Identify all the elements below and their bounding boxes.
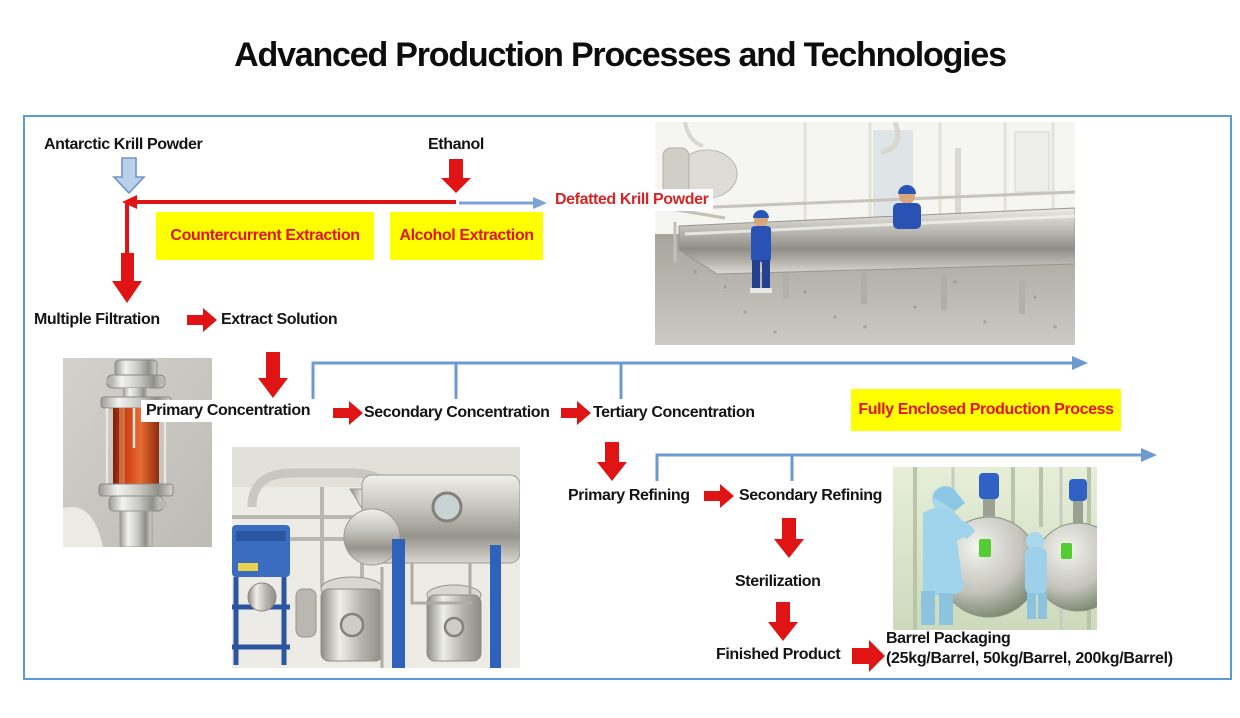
extraction-line-photo bbox=[655, 122, 1075, 345]
highlight-countercurrent-extraction: Countercurrent Extraction bbox=[156, 212, 374, 260]
label-antarctic-krill-powder: Antarctic Krill Powder bbox=[44, 136, 203, 153]
sight-glass-photo bbox=[63, 358, 212, 547]
label-multiple-filtration: Multiple Filtration bbox=[34, 311, 160, 328]
label-sterilization: Sterilization bbox=[735, 573, 821, 590]
label-barrel-packaging: Barrel Packaging bbox=[886, 630, 1011, 647]
label-extract-solution: Extract Solution bbox=[221, 311, 338, 328]
worker-figure bbox=[1025, 532, 1047, 619]
highlight-alcohol-extraction: Alcohol Extraction bbox=[390, 212, 543, 260]
label-primary-refining: Primary Refining bbox=[568, 487, 690, 504]
label-tertiary-concentration: Tertiary Concentration bbox=[593, 404, 755, 421]
label-ethanol: Ethanol bbox=[428, 136, 484, 153]
worker-figure bbox=[893, 185, 921, 229]
label-secondary-refining: Secondary Refining bbox=[739, 487, 883, 504]
label-finished-product: Finished Product bbox=[716, 646, 841, 663]
concentration-equipment-photo bbox=[232, 447, 520, 668]
highlight-fully-enclosed-process: Fully Enclosed Production Process bbox=[851, 389, 1121, 431]
page-title: Advanced Production Processes and Techno… bbox=[234, 36, 1007, 74]
label-barrel-packaging-sizes: (25kg/Barrel, 50kg/Barrel, 200kg/Barrel) bbox=[886, 650, 1173, 667]
label-secondary-concentration: Secondary Concentration bbox=[364, 404, 550, 421]
label-primary-concentration: Primary Concentration bbox=[141, 400, 316, 422]
reactor-room-photo bbox=[893, 467, 1097, 630]
worker-figure bbox=[750, 210, 772, 293]
label-defatted-krill-powder: Defatted Krill Powder bbox=[550, 189, 714, 211]
worker-figure bbox=[921, 486, 975, 625]
